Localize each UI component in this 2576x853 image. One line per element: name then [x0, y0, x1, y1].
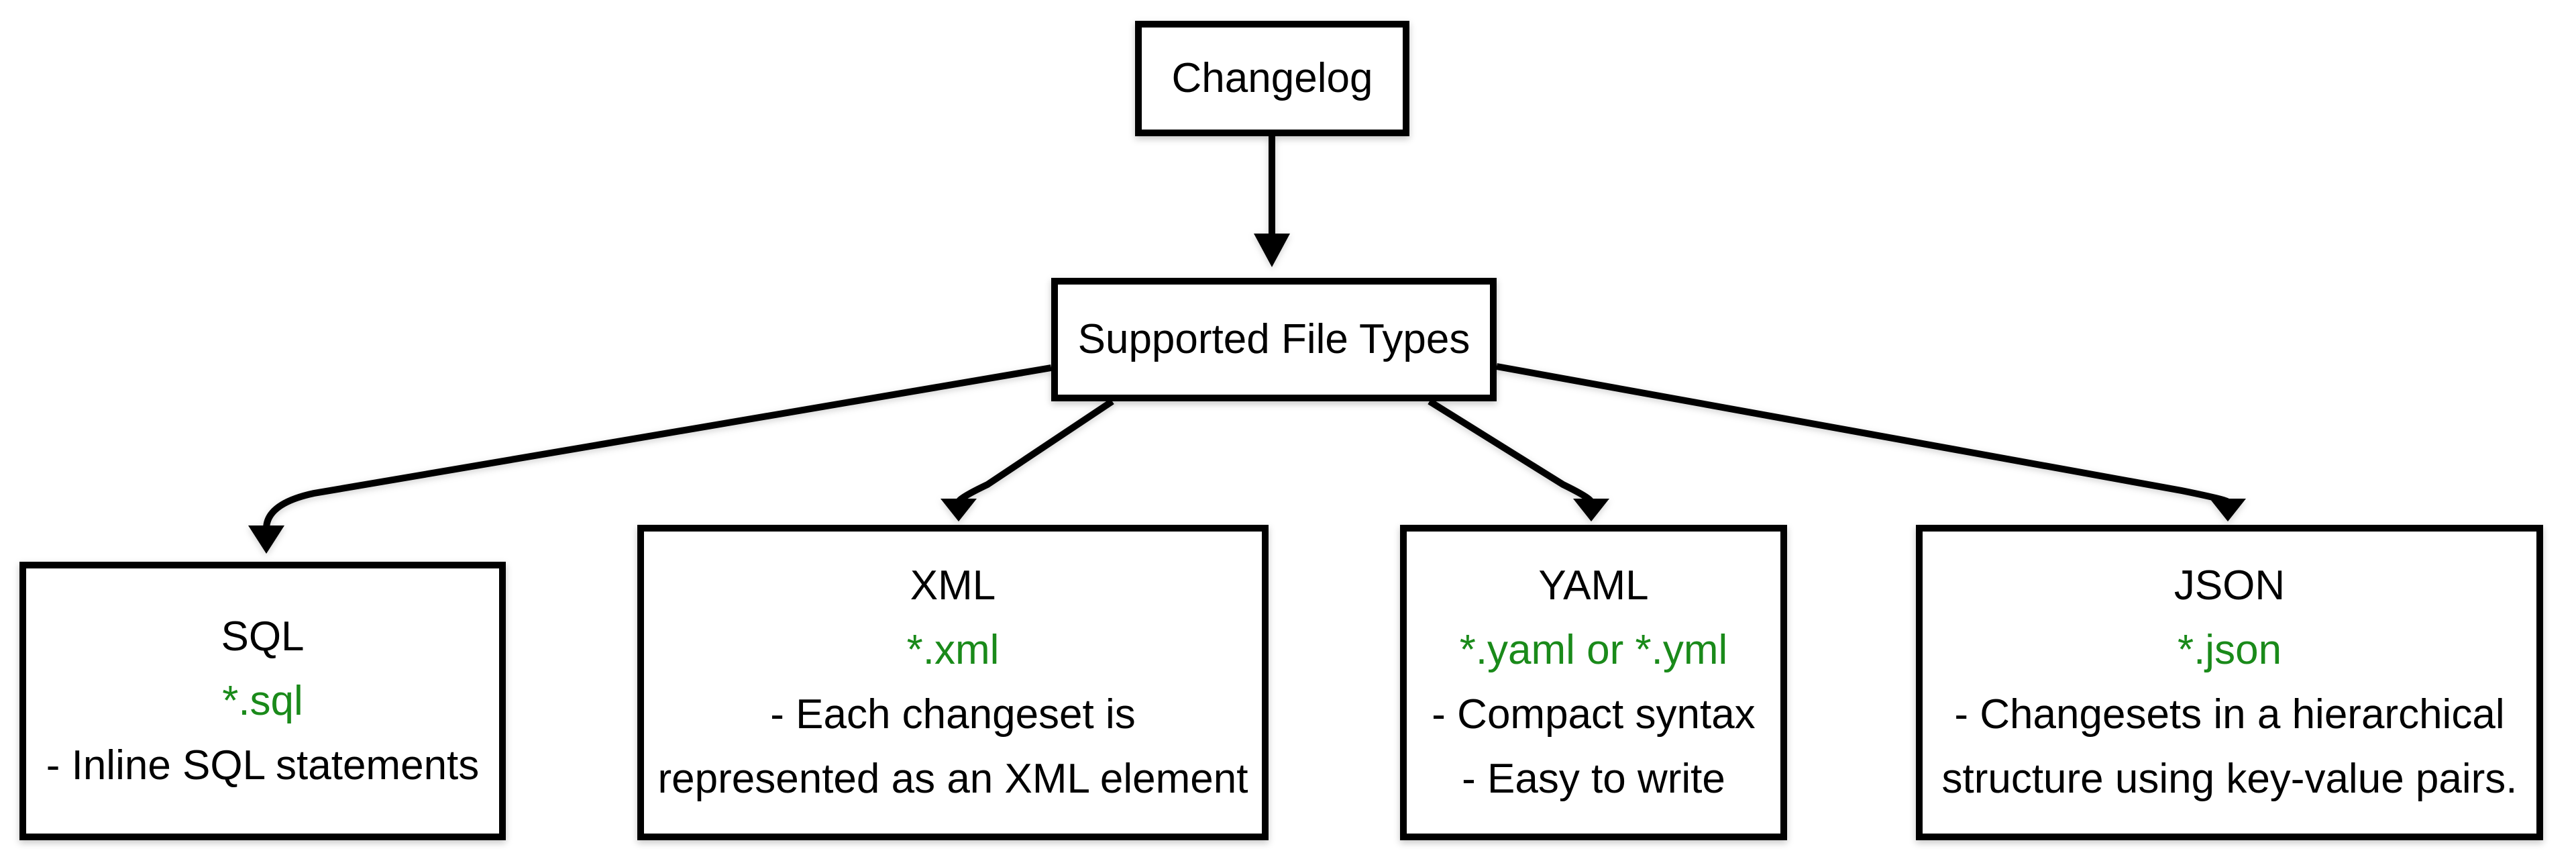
- node-sql-title: SQL: [221, 613, 305, 660]
- node-json-title: JSON: [2174, 562, 2286, 609]
- node-yaml: YAML *.yaml or *.yml - Compact syntax - …: [1400, 525, 1787, 840]
- node-yaml-description-line1: - Compact syntax: [1432, 691, 1756, 738]
- node-json-description-line1: - Changesets in a hierarchical: [1954, 691, 2505, 738]
- node-yaml-description-line2: - Easy to write: [1462, 756, 1725, 802]
- node-xml-file-pattern: *.xml: [906, 627, 1000, 673]
- node-sql-file-pattern: *.sql: [222, 677, 303, 724]
- node-yaml-title: YAML: [1538, 562, 1649, 609]
- node-changelog: Changelog: [1135, 21, 1409, 136]
- node-yaml-file-pattern: *.yaml or *.yml: [1459, 627, 1728, 673]
- edge-supported-to-xml-arrow: [941, 398, 1114, 521]
- edge-supported-to-json-arrow: [1496, 363, 2246, 521]
- node-sql: SQL *.sql - Inline SQL statements: [19, 562, 506, 840]
- edge-supported-to-sql-arrow: [248, 364, 1052, 554]
- node-xml-description-line2: represented as an XML element: [657, 756, 1248, 802]
- node-sql-description: - Inline SQL statements: [46, 742, 480, 789]
- node-json-description-line2: structure using key-value pairs.: [1941, 756, 2518, 802]
- node-xml: XML *.xml - Each changeset is represente…: [637, 525, 1269, 840]
- node-supported-title: Supported File Types: [1077, 316, 1470, 362]
- node-json-file-pattern: *.json: [2177, 627, 2282, 673]
- node-supported-file-types: Supported File Types: [1051, 278, 1497, 401]
- node-xml-description-line1: - Each changeset is: [770, 691, 1136, 738]
- node-json: JSON *.json - Changesets in a hierarchic…: [1916, 525, 2543, 840]
- edge-supported-to-yaml-arrow: [1428, 398, 1609, 521]
- node-changelog-title: Changelog: [1171, 55, 1373, 101]
- edge-changelog-to-supported-arrow: [1254, 136, 1290, 267]
- node-xml-title: XML: [910, 562, 996, 609]
